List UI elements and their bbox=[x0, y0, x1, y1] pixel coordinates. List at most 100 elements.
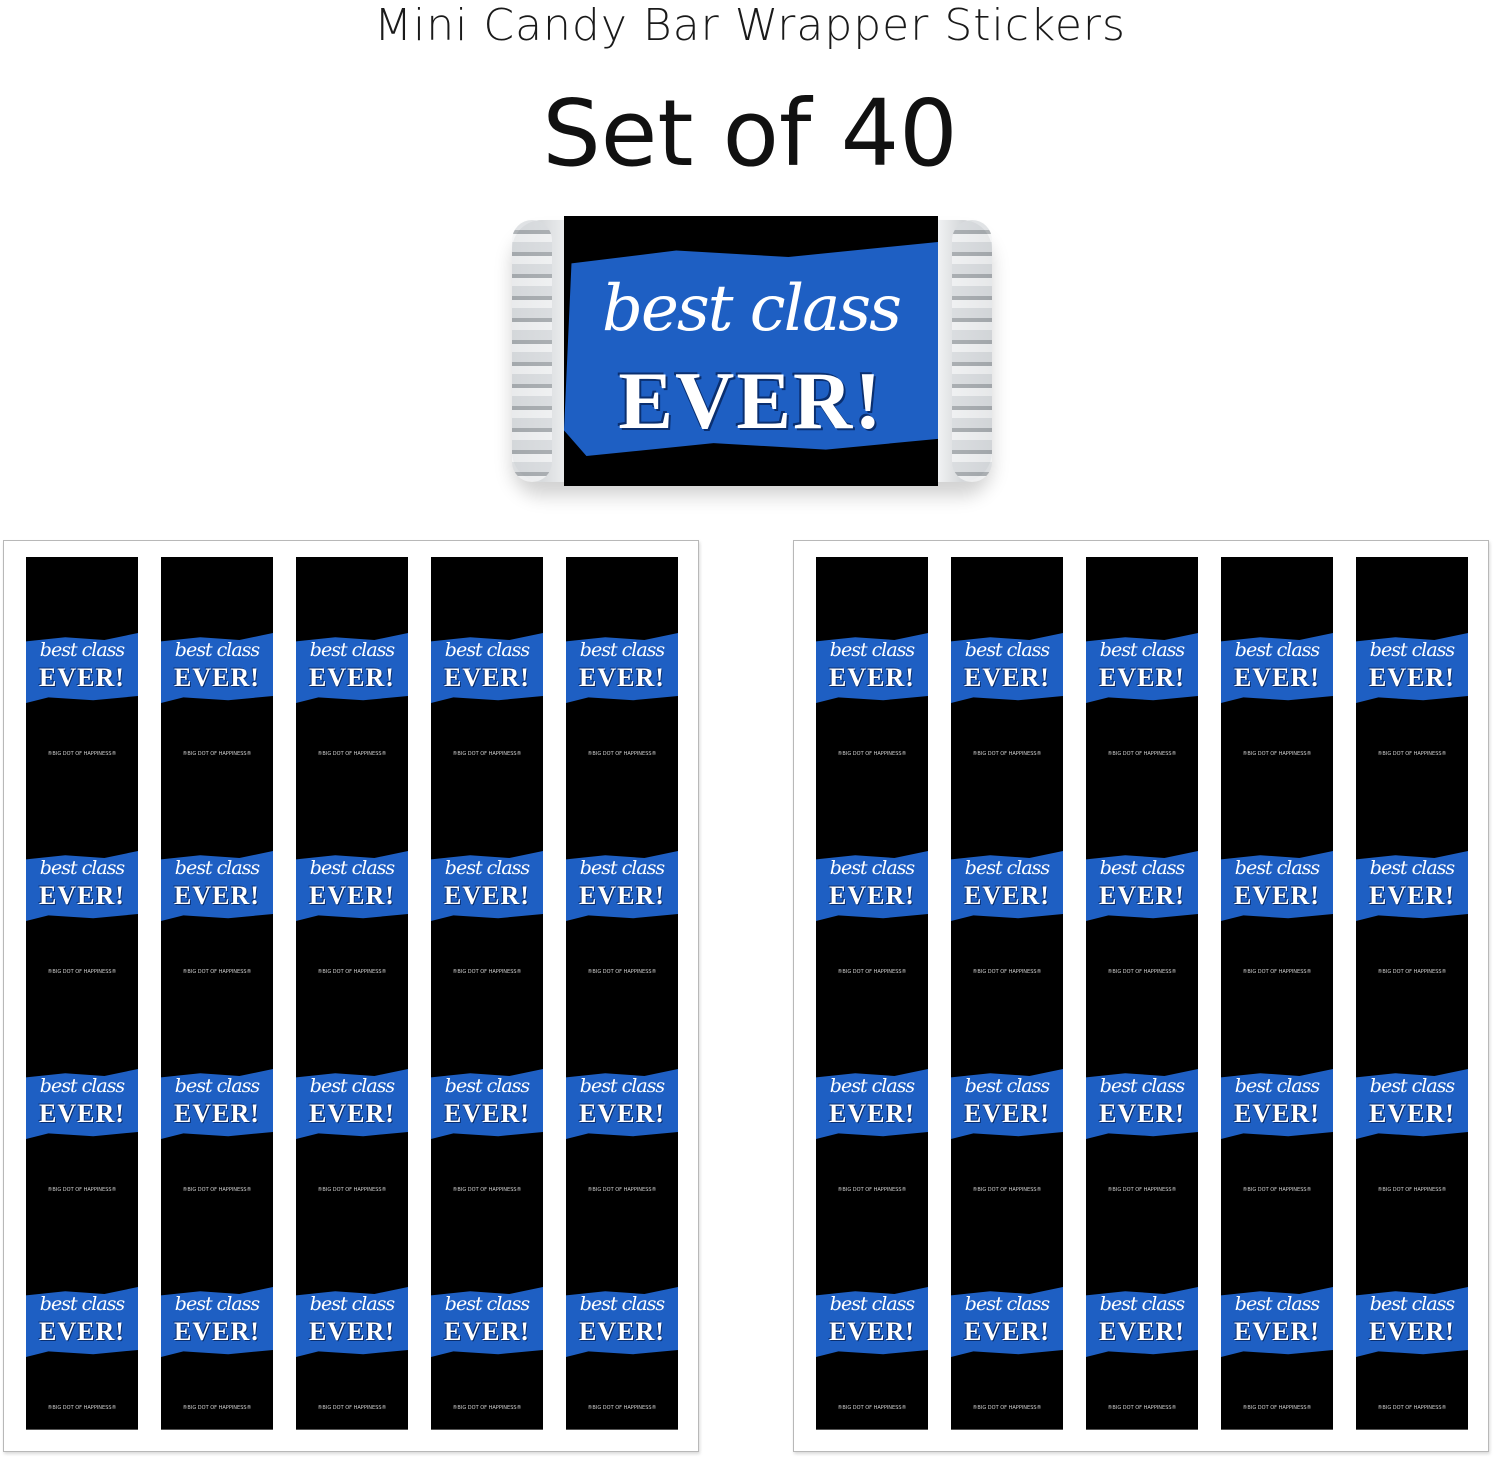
blue-brush-band bbox=[566, 851, 678, 921]
blue-brush-band bbox=[816, 1287, 928, 1357]
blue-brush-band bbox=[296, 1287, 408, 1357]
sticker-brand-text: ®BIG DOT OF HAPPINESS® bbox=[587, 751, 657, 757]
sticker-script-text: best class bbox=[444, 1293, 530, 1315]
blue-brush-band bbox=[1221, 1287, 1333, 1357]
blue-brush-band bbox=[566, 633, 678, 703]
sticker-script-text: best class bbox=[174, 1293, 260, 1315]
sticker-script-text: best class bbox=[1369, 857, 1455, 879]
sticker-bold-text: EVER! bbox=[1234, 1317, 1320, 1346]
blue-brush-band bbox=[296, 1069, 408, 1139]
blue-brush-band bbox=[566, 1069, 678, 1139]
sticker-script-text: best class bbox=[1099, 639, 1185, 661]
sticker-script-text: best class bbox=[579, 639, 665, 661]
label-script-text: best class bbox=[602, 272, 902, 346]
blue-brush-band bbox=[1356, 1287, 1468, 1357]
blue-brush-band bbox=[1086, 1069, 1198, 1139]
sticker-brand-text: ®BIG DOT OF HAPPINESS® bbox=[182, 969, 252, 975]
sticker-bold-text: EVER! bbox=[174, 881, 260, 910]
blue-brush-band bbox=[951, 1287, 1063, 1357]
sticker-brand-text: ®BIG DOT OF HAPPINESS® bbox=[1377, 1187, 1447, 1193]
sticker-brand-text: ®BIG DOT OF HAPPINESS® bbox=[182, 1187, 252, 1193]
sticker-script-text: best class bbox=[1099, 1075, 1185, 1097]
blue-brush-band bbox=[1356, 1069, 1468, 1139]
sticker-bold-text: EVER! bbox=[829, 881, 915, 910]
sticker-brand-text: ®BIG DOT OF HAPPINESS® bbox=[972, 751, 1042, 757]
product-title: Set of 40 bbox=[542, 80, 958, 187]
blue-brush-band bbox=[431, 1069, 543, 1139]
label-bold-text: EVER! bbox=[618, 355, 884, 446]
sticker-script-text: best class bbox=[829, 1075, 915, 1097]
sticker-bold-text: EVER! bbox=[1099, 881, 1185, 910]
sticker-script-text: best class bbox=[964, 1075, 1050, 1097]
sticker-script-text: best class bbox=[444, 1075, 530, 1097]
sticker-brand-text: ®BIG DOT OF HAPPINESS® bbox=[452, 1405, 522, 1411]
sticker-bold-text: EVER! bbox=[309, 663, 395, 692]
blue-brush-band bbox=[1086, 1287, 1198, 1357]
sticker-brand-text: ®BIG DOT OF HAPPINESS® bbox=[47, 1405, 117, 1411]
sticker-bold-text: EVER! bbox=[174, 1317, 260, 1346]
sticker-bold-text: EVER! bbox=[1099, 663, 1185, 692]
sticker-bold-text: EVER! bbox=[1099, 1099, 1185, 1128]
sticker-script-text: best class bbox=[1369, 1075, 1455, 1097]
sticker-brand-text: ®BIG DOT OF HAPPINESS® bbox=[587, 969, 657, 975]
sticker-brand-text: ®BIG DOT OF HAPPINESS® bbox=[1242, 751, 1312, 757]
blue-brush-band bbox=[26, 1287, 138, 1357]
sticker-script-text: best class bbox=[964, 857, 1050, 879]
sticker-brand-text: ®BIG DOT OF HAPPINESS® bbox=[452, 751, 522, 757]
sticker-script-text: best class bbox=[1234, 1293, 1320, 1315]
sticker-brand-text: ®BIG DOT OF HAPPINESS® bbox=[1377, 1405, 1447, 1411]
sticker-brand-text: ®BIG DOT OF HAPPINESS® bbox=[317, 1405, 387, 1411]
sticker-brand-text: ®BIG DOT OF HAPPINESS® bbox=[587, 1405, 657, 1411]
sticker-script-text: best class bbox=[174, 857, 260, 879]
sticker-bold-text: EVER! bbox=[1369, 881, 1455, 910]
blue-brush-band bbox=[296, 851, 408, 921]
sticker-script-text: best class bbox=[964, 1293, 1050, 1315]
sticker-brand-text: ®BIG DOT OF HAPPINESS® bbox=[47, 1187, 117, 1193]
blue-brush-band bbox=[161, 851, 273, 921]
sticker-script-text: best class bbox=[579, 1075, 665, 1097]
blue-brush-band bbox=[26, 851, 138, 921]
blue-brush-band bbox=[951, 633, 1063, 703]
sticker-script-text: best class bbox=[964, 639, 1050, 661]
sticker-brand-text: ®BIG DOT OF HAPPINESS® bbox=[47, 969, 117, 975]
sticker-bold-text: EVER! bbox=[444, 1099, 530, 1128]
sticker-bold-text: EVER! bbox=[444, 881, 530, 910]
sticker-bold-text: EVER! bbox=[579, 1099, 665, 1128]
blue-brush-band bbox=[431, 633, 543, 703]
blue-brush-band bbox=[296, 633, 408, 703]
blue-brush-band bbox=[1221, 1069, 1333, 1139]
blue-brush-band bbox=[161, 633, 273, 703]
sticker-brand-text: ®BIG DOT OF HAPPINESS® bbox=[972, 1187, 1042, 1193]
sticker-script-text: best class bbox=[1099, 857, 1185, 879]
sticker-bold-text: EVER! bbox=[579, 881, 665, 910]
sticker-script-text: best class bbox=[829, 1293, 915, 1315]
sticker-script-text: best class bbox=[579, 1293, 665, 1315]
blue-brush-band bbox=[816, 633, 928, 703]
blue-brush-band bbox=[26, 1069, 138, 1139]
sticker-bold-text: EVER! bbox=[174, 1099, 260, 1128]
sticker-bold-text: EVER! bbox=[1099, 1317, 1185, 1346]
